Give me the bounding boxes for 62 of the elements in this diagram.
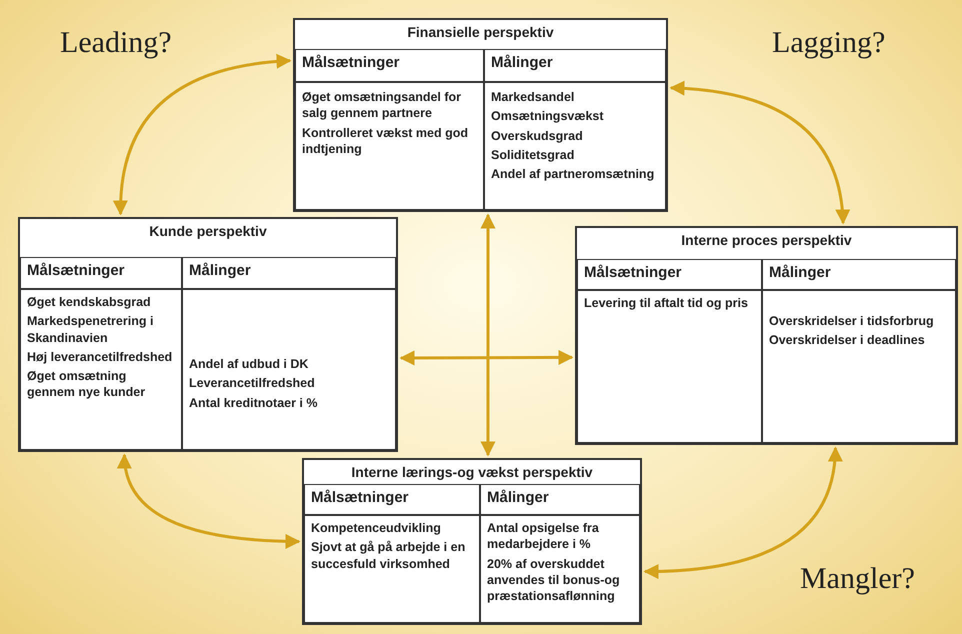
column-header: Målsætninger	[311, 489, 410, 506]
scorecard-table	[18, 217, 398, 452]
list-item: Andel af partneromsætning	[491, 166, 656, 182]
table-title: Interne lærings-og vækst perspektiv	[350, 464, 594, 480]
list-item: Antal opsigelse fra medarbejdere i %	[487, 520, 600, 552]
list-item: Kontrolleret vækst med god indtjening	[302, 124, 469, 157]
header-cell	[484, 49, 666, 82]
list-item: Kompetenceudvikling	[311, 520, 442, 536]
list-item: Øget kendskabsgrad	[27, 294, 152, 310]
corner-label: Lagging?	[772, 26, 886, 60]
table-cell	[762, 290, 956, 443]
list-item: Antal kreditnotaer i %	[189, 394, 318, 411]
table-title: Finansielle perspektiv	[406, 24, 555, 40]
scorecard-table	[293, 18, 668, 212]
header-cell	[182, 257, 396, 289]
arrow	[400, 350, 574, 366]
table-cell	[304, 515, 480, 623]
list-item: Soliditetsgrad	[491, 146, 576, 163]
header-cell	[762, 259, 956, 290]
header-cell	[304, 484, 480, 515]
scorecard-table	[302, 458, 642, 625]
arrow	[118, 454, 300, 549]
list-item: Levering til aftalt tid og pris	[584, 295, 749, 312]
table-title: Interne proces perspektiv	[680, 232, 853, 248]
arrow	[644, 446, 842, 579]
header-cell	[295, 49, 484, 82]
arrow	[114, 54, 292, 216]
list-item: Øget omsætningsandel for salg gennem partnere	[302, 89, 462, 122]
arrow	[480, 214, 496, 456]
list-item: Leverancetilfredshed	[189, 375, 316, 392]
column-header: Målsætninger	[27, 262, 126, 279]
header-cell	[480, 484, 640, 515]
table-cell	[20, 289, 182, 450]
list-item: Omsætningsvækst	[491, 108, 605, 124]
corner-label: Leading?	[60, 26, 172, 60]
column-header: Målinger	[487, 489, 550, 506]
column-header: Målinger	[189, 262, 252, 279]
column-header: Målsætninger	[584, 264, 683, 281]
list-item: Sjovt at gå på arbejde i en succesfuld virksomhed	[311, 539, 466, 572]
column-header: Målsætninger	[302, 54, 401, 71]
list-item: Markedsandel	[491, 89, 576, 106]
table-cell	[484, 82, 666, 210]
list-item: Markedspenetrering i Skandinavien	[27, 313, 154, 346]
list-item: 20% af overskuddet anvendes til bonus-og præstationsaflønning	[487, 556, 621, 604]
table-cell	[295, 82, 484, 210]
table-cell	[480, 515, 640, 623]
corner-label: Mangler?	[800, 562, 915, 596]
header-cell	[577, 259, 762, 290]
list-item: Andel af udbud i DK	[189, 356, 310, 372]
header-cell	[20, 257, 182, 289]
list-item: Overskridelser i deadlines	[769, 332, 926, 348]
column-header: Målinger	[491, 54, 554, 71]
list-item: Overskudsgrad	[491, 128, 584, 144]
arrow	[670, 81, 850, 224]
list-item: Høj leverancetilfredshed	[27, 348, 174, 365]
table-cell	[577, 290, 762, 443]
list-item: Øget omsætning gennem nye kunder	[27, 368, 146, 400]
table-cell	[182, 289, 396, 450]
scorecard-table	[575, 226, 958, 445]
list-item: Overskridelser i tidsforbrug	[769, 313, 935, 330]
column-header: Målinger	[769, 264, 832, 281]
table-title: Kunde perspektiv	[148, 223, 268, 239]
